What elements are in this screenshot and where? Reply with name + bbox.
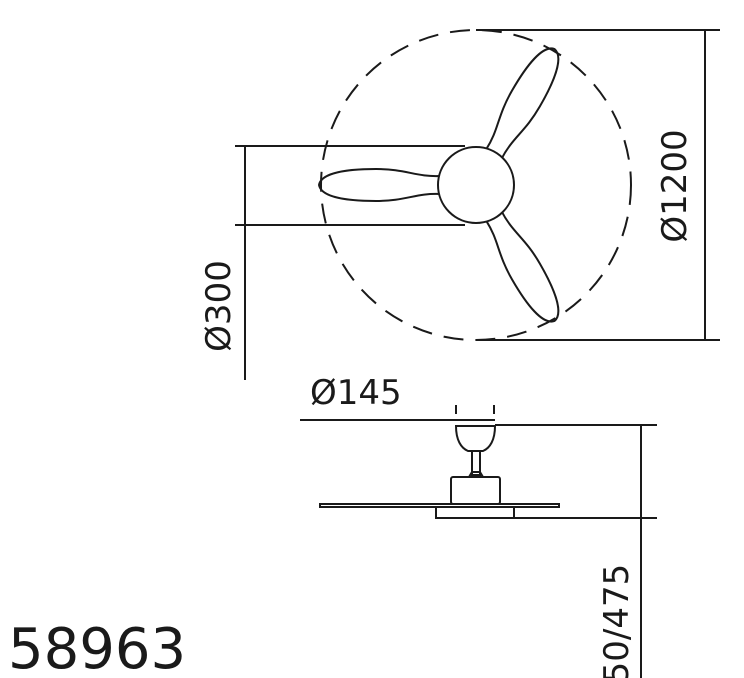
light-plate	[435, 506, 515, 519]
fan-blade	[485, 47, 560, 159]
height-label: 350/475	[597, 564, 637, 678]
motor-housing	[450, 476, 501, 505]
canopy-diameter-label: Ø145	[310, 373, 402, 413]
fan-blade	[485, 211, 560, 323]
canopy	[454, 425, 497, 452]
model-number: 58963	[8, 617, 186, 678]
hub-circle	[437, 146, 515, 224]
fan-blade	[317, 167, 441, 203]
top-view-blades	[317, 47, 560, 323]
blade-span-label: Ø1200	[655, 129, 695, 242]
hub-diameter-label: Ø300	[199, 260, 239, 352]
downrod	[471, 450, 481, 476]
